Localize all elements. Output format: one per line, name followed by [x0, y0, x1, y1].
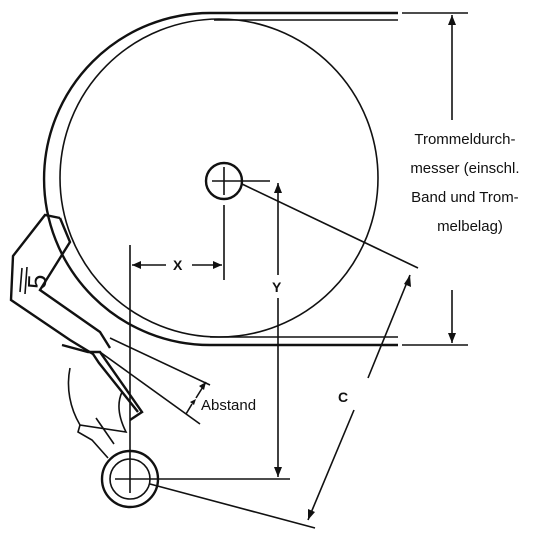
c-arrow-top-shaft — [367, 274, 411, 379]
abstand-label: Abstand — [201, 397, 256, 414]
diameter-label: Trommeldurch- messer (einschl. Band und … — [410, 131, 523, 235]
diameter-label-line-4: melbelag) — [437, 218, 503, 235]
diameter-label-line-1: Trommeldurch- — [414, 131, 515, 148]
dimension-c: C — [149, 183, 419, 529]
diameter-arrowhead-bottom — [448, 333, 456, 343]
c-label: C — [338, 389, 348, 405]
c-arrowhead-bottom — [308, 509, 315, 520]
drum-outer-band — [42, 11, 398, 347]
abstand-arrow-bottom — [185, 403, 193, 415]
x-arrowhead-right — [213, 261, 222, 269]
diameter-label-line-2: messer (einschl. — [410, 160, 519, 177]
bracket-slot — [19, 266, 28, 295]
drum-shaft — [204, 161, 270, 201]
abstand-arrowhead-top — [199, 382, 206, 390]
dimension-abstand: Abstand — [99, 337, 256, 425]
diameter-arrowhead-top — [448, 15, 456, 25]
main-drum — [42, 11, 398, 347]
bracket-mark: 5 — [22, 274, 52, 290]
dimension-diameter: Trommeldurch- messer (einschl. Band und … — [402, 12, 523, 346]
c-arrowhead-top — [404, 275, 411, 287]
abstand-line-drum — [109, 337, 211, 386]
y-arrowhead-top — [274, 183, 282, 193]
bracket-outline — [9, 213, 139, 413]
dimension-y: Y — [272, 183, 282, 477]
drum-inner-circle — [59, 18, 379, 338]
x-arrowhead-left — [132, 261, 141, 269]
x-label: X — [173, 257, 183, 273]
bracket-assembly: 5 — [9, 213, 144, 459]
c-arrow-bottom-shaft — [307, 409, 355, 521]
y-arrowhead-bottom — [274, 467, 282, 477]
diameter-label-line-3: Band und Trom- — [411, 189, 519, 206]
dimension-x: X — [129, 205, 225, 465]
y-label: Y — [272, 279, 282, 295]
scraper-arm — [77, 417, 115, 459]
abstand-line-scraper — [99, 351, 201, 425]
abstand-arrowhead-bottom — [190, 399, 196, 405]
c-extension-drum — [241, 183, 419, 269]
c-extension-roller — [149, 483, 316, 529]
